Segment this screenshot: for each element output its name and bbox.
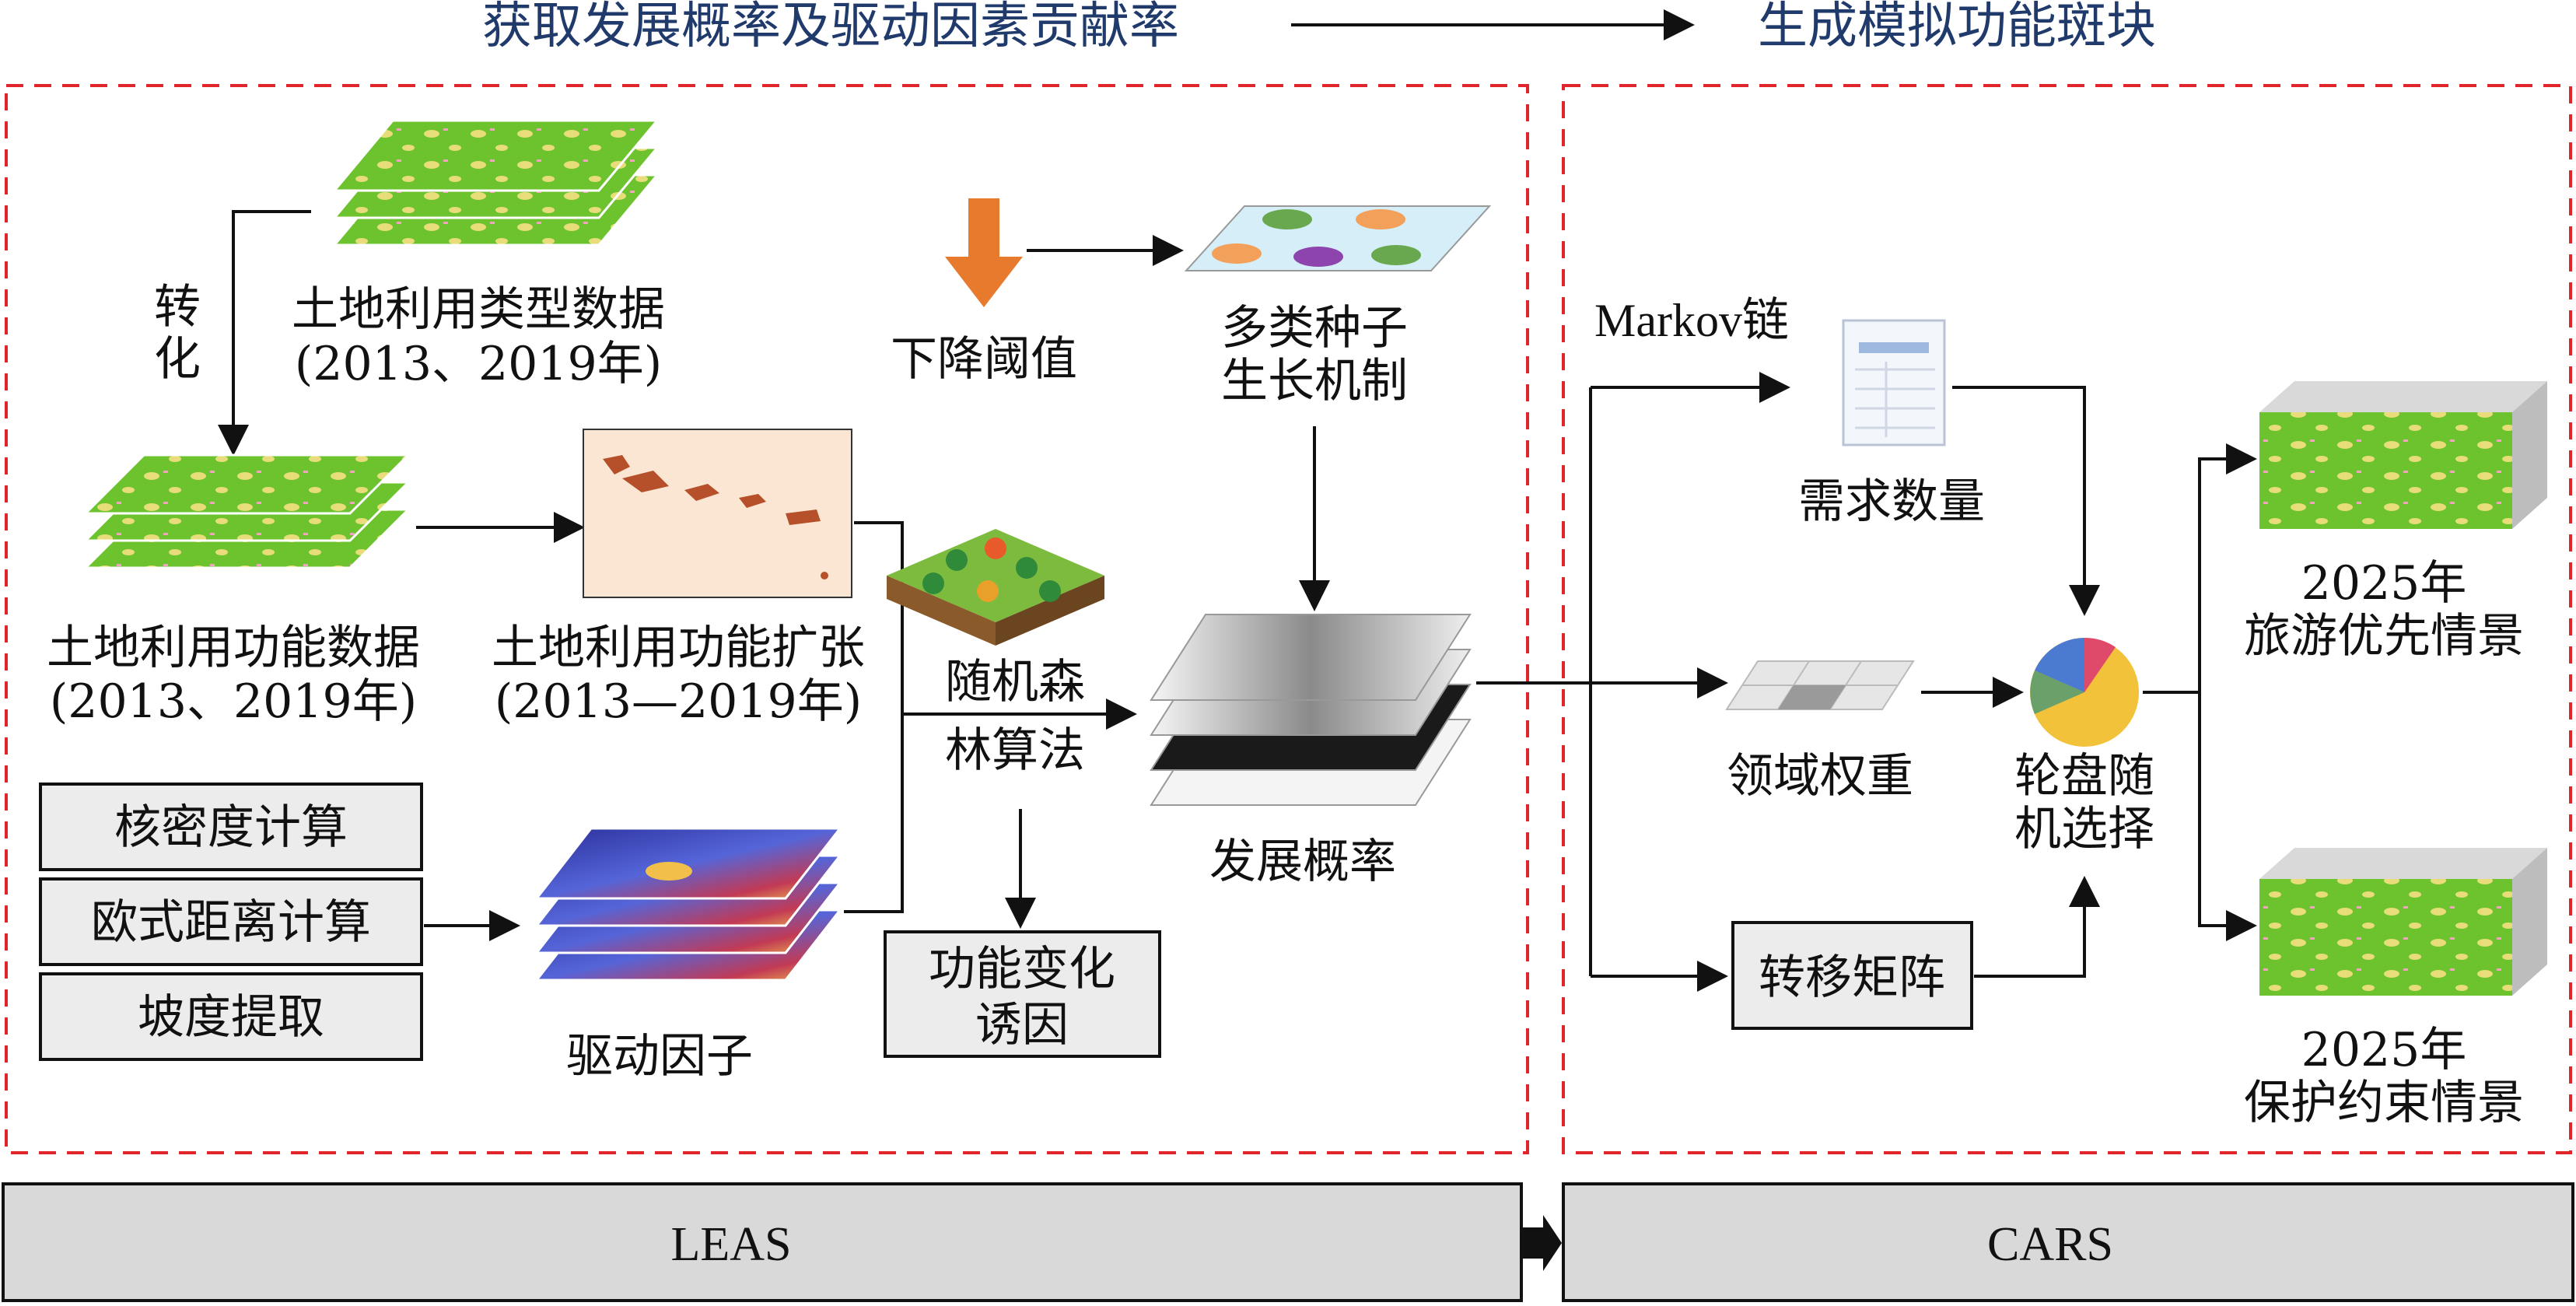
threshold-label: 下降阈值 — [891, 332, 1077, 387]
expansion-map-icon — [583, 429, 852, 598]
random-forest-icon — [887, 529, 1104, 646]
scenario2-label: 2025年 保护约束情景 — [2244, 1023, 2524, 1130]
svg-text:CARS: CARS — [1987, 1218, 2113, 1271]
probability-stack-icon — [1150, 614, 1472, 806]
driver-factor-stack-icon — [534, 827, 843, 982]
svg-text:土地利用功能扩张: 土地利用功能扩张 — [492, 621, 865, 675]
svg-text:(2013—2019年): (2013—2019年) — [495, 674, 862, 729]
scenario2-map-icon — [2259, 848, 2547, 996]
probability-label: 发展概率 — [1209, 835, 1396, 889]
svg-text:旅游优先情景: 旅游优先情景 — [2244, 609, 2524, 664]
svg-text:轮盘随: 轮盘随 — [2014, 749, 2154, 804]
svg-text:多类种子: 多类种子 — [1221, 301, 1408, 355]
scenario1-label: 2025年 旅游优先情景 — [2244, 556, 2524, 664]
svg-text:土地利用类型数据: 土地利用类型数据 — [292, 282, 665, 337]
threshold-down-arrow-icon — [945, 198, 1023, 307]
leas-panel — [5, 84, 1529, 1154]
driver-factor-label: 驱动因子 — [566, 1029, 753, 1084]
svg-text:随机森: 随机森 — [945, 655, 1085, 709]
spreadsheet-icon — [1842, 319, 1946, 446]
svg-text:2025年: 2025年 — [2301, 556, 2467, 611]
header-left-label: 获取发展概率及驱动因素贡献率 — [482, 0, 1179, 55]
markov-label: Markov链 — [1594, 295, 1789, 346]
cars-panel — [1562, 84, 2572, 1154]
svg-text:诱因: 诱因 — [975, 998, 1069, 1052]
slope-extraction-box: 坡度提取 — [39, 972, 423, 1061]
demand-label: 需求数量 — [1798, 474, 1985, 529]
svg-text:机选择: 机选择 — [2014, 802, 2154, 856]
seed-growth-label: 多类种子 生长机制 — [1221, 301, 1408, 408]
svg-text:(2013、2019年): (2013、2019年) — [50, 674, 417, 729]
svg-text:(2013、2019年): (2013、2019年) — [295, 337, 662, 391]
roulette-pie-icon — [2030, 637, 2139, 747]
random-forest-label: 随机森 林算法 — [945, 655, 1085, 778]
function-expansion-label: 土地利用功能扩张 (2013—2019年) — [492, 621, 865, 729]
svg-text:功能变化: 功能变化 — [929, 942, 1115, 996]
svg-text:林算法: 林算法 — [945, 723, 1085, 778]
svg-text:土地利用功能数据: 土地利用功能数据 — [47, 621, 420, 675]
landuse-type-label: 土地利用类型数据 (2013、2019年) — [292, 282, 665, 391]
kernel-density-box: 核密度计算 — [39, 783, 423, 871]
neighborhood-weight-icon — [1725, 660, 1915, 710]
neighborhood-label: 领域权重 — [1727, 749, 1913, 804]
svg-text:核密度计算: 核密度计算 — [114, 800, 348, 855]
arrow-demand-to-roulette — [1952, 386, 2100, 616]
scenario1-map-icon — [2259, 381, 2547, 529]
connector-to-forest — [844, 521, 904, 913]
arrow-transfer-to-roulette — [1974, 876, 2100, 978]
seed-growth-icon — [1184, 205, 1492, 271]
cars-bar: CARS — [1562, 1182, 2574, 1302]
svg-text:化: 化 — [154, 332, 201, 387]
euclidean-distance-box: 欧式距离计算 — [39, 877, 423, 966]
landuse-function-stack-icon — [82, 453, 411, 569]
svg-text:LEAS: LEAS — [671, 1218, 792, 1271]
change-cause-box: 功能变化 诱因 — [884, 930, 1161, 1058]
arrow-to-scenario1 — [2143, 443, 2257, 694]
transfer-matrix-box: 转移矩阵 — [1731, 921, 1973, 1030]
svg-text:2025年: 2025年 — [2301, 1023, 2467, 1077]
svg-text:转: 转 — [154, 280, 201, 334]
convert-arrow — [218, 210, 311, 456]
svg-text:欧式距离计算: 欧式距离计算 — [91, 895, 371, 950]
arrow-to-scenario2 — [2198, 692, 2257, 941]
svg-text:生长机制: 生长机制 — [1221, 354, 1408, 408]
convert-label: 转 化 — [154, 280, 201, 387]
leas-bar: LEAS — [2, 1182, 1523, 1302]
svg-text:保护约束情景: 保护约束情景 — [2244, 1076, 2524, 1130]
landuse-function-label: 土地利用功能数据 (2013、2019年) — [47, 621, 420, 729]
roulette-label: 轮盘随 机选择 — [2014, 749, 2154, 856]
landuse-type-stack-icon — [331, 119, 660, 247]
svg-text:转移矩阵: 转移矩阵 — [1759, 951, 1945, 1005]
svg-text:坡度提取: 坡度提取 — [138, 990, 324, 1045]
bar-connector-arrow — [1523, 1215, 1562, 1271]
header-right-label: 生成模拟功能斑块 — [1758, 0, 2156, 55]
